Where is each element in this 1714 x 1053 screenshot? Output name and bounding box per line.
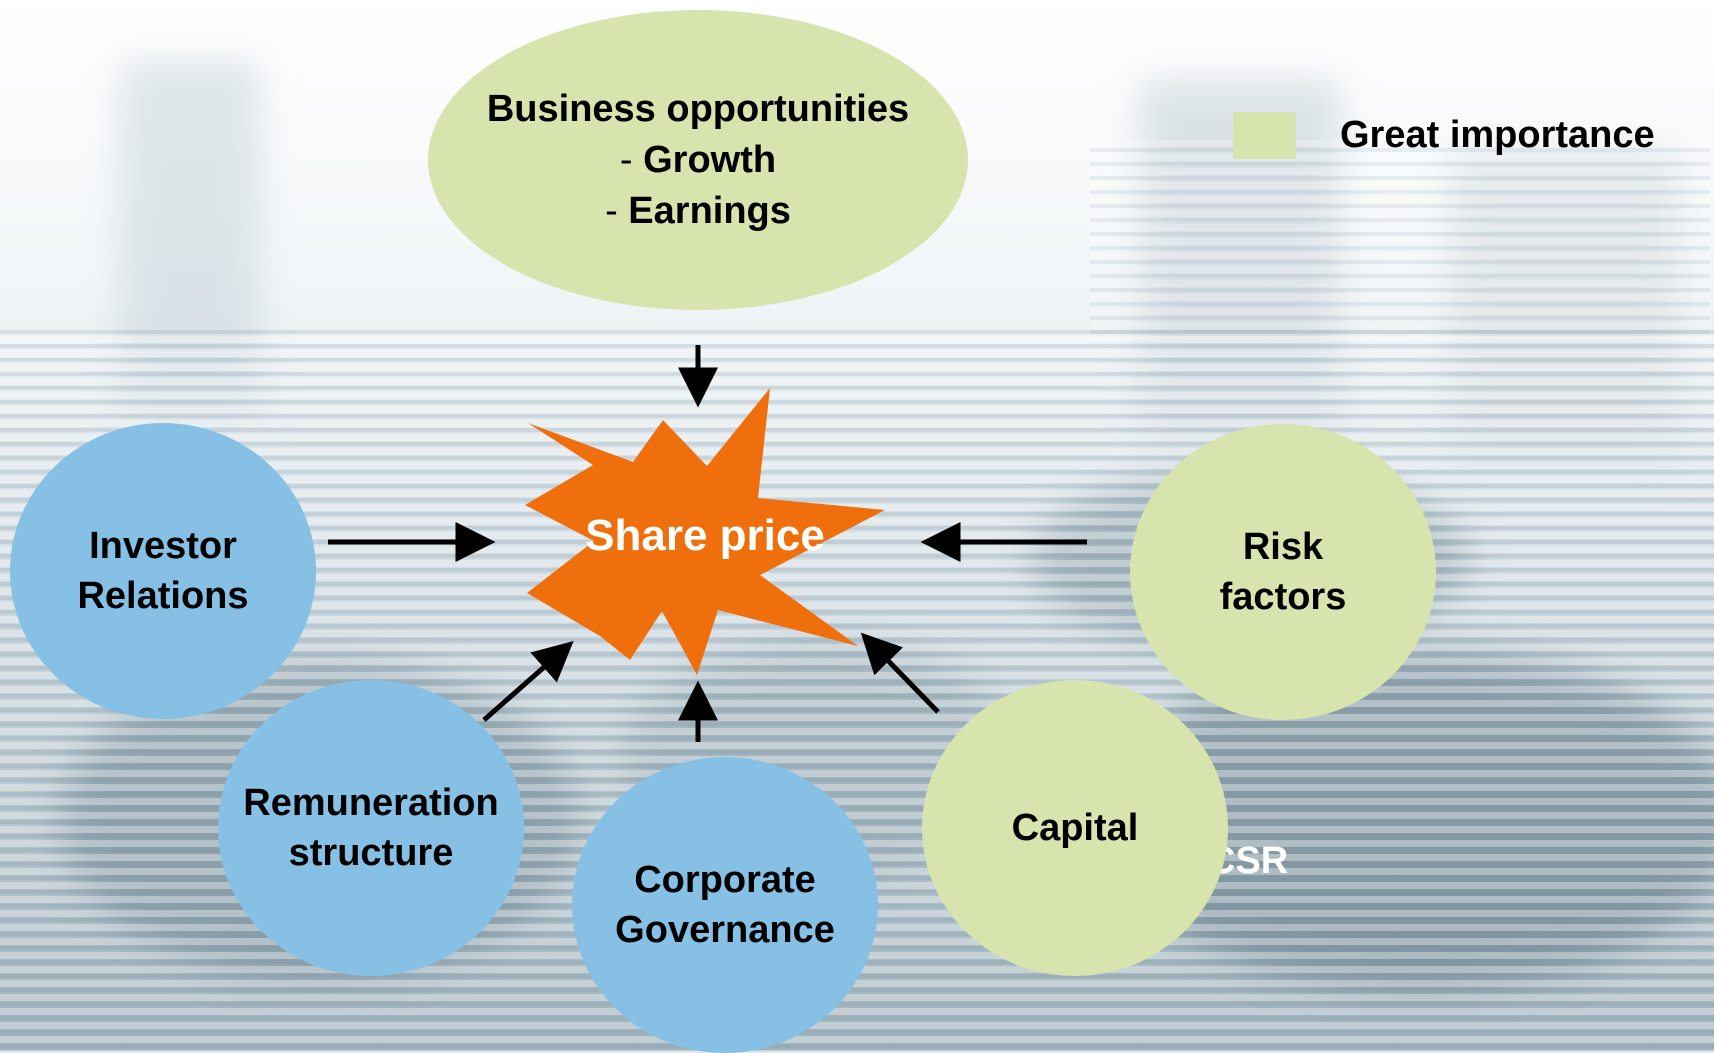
risk-factors-line1: Risk: [1242, 526, 1324, 568]
business-opportunities-node: Business opportunities - Growth - Earnin…: [428, 10, 968, 310]
legend-label: Great importance: [1340, 114, 1655, 156]
capital-node: Capital: [922, 680, 1228, 976]
remuneration-structure-node: Remuneration structure: [218, 680, 524, 976]
corporate-governance-line1: Corporate: [634, 859, 816, 901]
growth-item: - Growth: [620, 135, 776, 186]
investor-relations-node: Investor Relations: [10, 423, 316, 719]
remuneration-line2: structure: [288, 832, 454, 874]
investor-relations-line2: Relations: [77, 575, 249, 617]
remuneration-line1: Remuneration: [243, 782, 499, 824]
risk-factors-node: Risk factors: [1130, 424, 1436, 720]
legend-swatch: [1233, 112, 1296, 159]
capital-label: Capital: [1011, 807, 1139, 849]
dash-marker: -: [619, 138, 633, 181]
dash-marker: -: [605, 189, 618, 232]
corporate-governance-line2: Governance: [615, 909, 835, 951]
corporate-governance-node: Corporate Governance: [572, 757, 878, 1053]
earnings-item: - Earnings: [605, 186, 791, 237]
growth-label: Growth: [643, 138, 777, 181]
risk-factors-line2: factors: [1219, 576, 1347, 618]
share-price-label: Share price: [585, 511, 825, 560]
investor-relations-line1: Investor: [89, 525, 237, 567]
business-opportunities-title: Business opportunities: [486, 87, 910, 130]
earnings-label: Earnings: [628, 189, 791, 232]
